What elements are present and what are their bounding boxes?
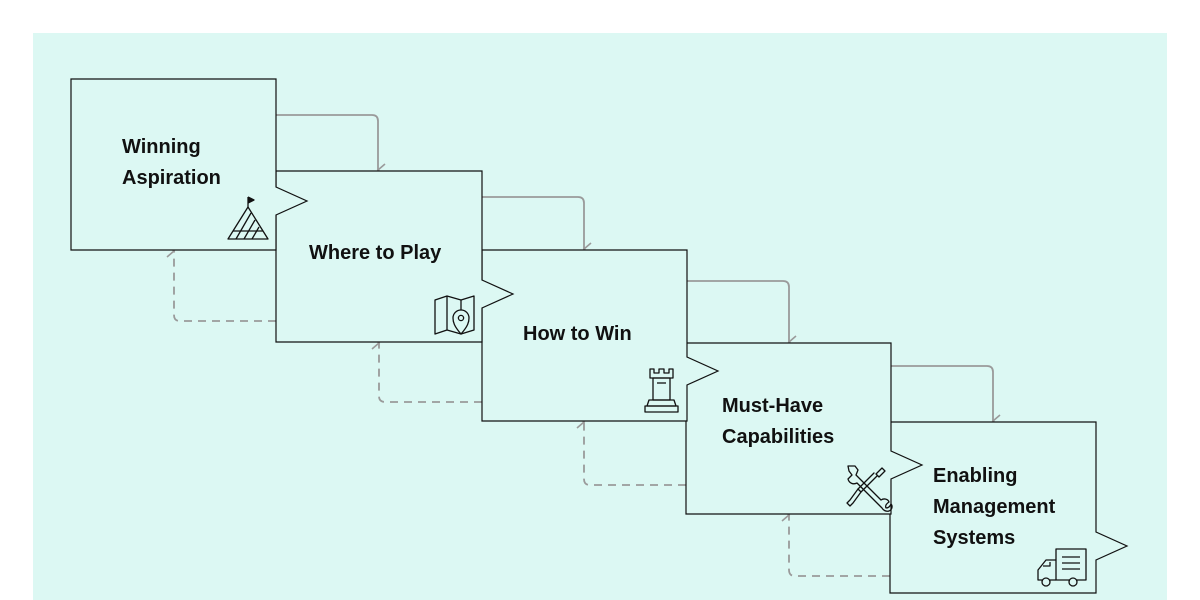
forward-arrow-1 bbox=[276, 114, 386, 177]
step-label-must-have-capabilities: Must-Have Capabilities bbox=[722, 395, 835, 448]
step-label-where-to-play: Where to Play bbox=[309, 242, 442, 264]
forward-arrow-4 bbox=[891, 365, 1001, 428]
step-box-must-have-capabilities bbox=[685, 342, 924, 515]
step-box-where-to-play bbox=[275, 170, 515, 343]
step-label-enabling-management-systems: Enabling Management Systems bbox=[933, 465, 1056, 549]
wrench-screwdriver-icon bbox=[846, 465, 893, 512]
feedback-arrow-2 bbox=[371, 336, 482, 403]
delivery-truck-icon bbox=[1037, 548, 1087, 587]
chess-rook-icon bbox=[644, 368, 679, 413]
feedback-arrow-1 bbox=[166, 244, 276, 322]
map-pin-icon bbox=[434, 295, 475, 335]
feedback-arrow-3 bbox=[576, 415, 686, 486]
step-label-how-to-win: How to Win bbox=[523, 323, 632, 345]
feedback-arrow-4 bbox=[781, 508, 890, 577]
forward-arrow-3 bbox=[687, 280, 797, 349]
forward-arrow-2 bbox=[482, 196, 592, 256]
connector-arrows bbox=[166, 114, 1001, 577]
mountain-flag-icon bbox=[227, 196, 269, 240]
step-box-enabling-management-systems bbox=[889, 421, 1129, 594]
step-label-winning-aspiration: Winning Aspiration bbox=[122, 136, 221, 189]
